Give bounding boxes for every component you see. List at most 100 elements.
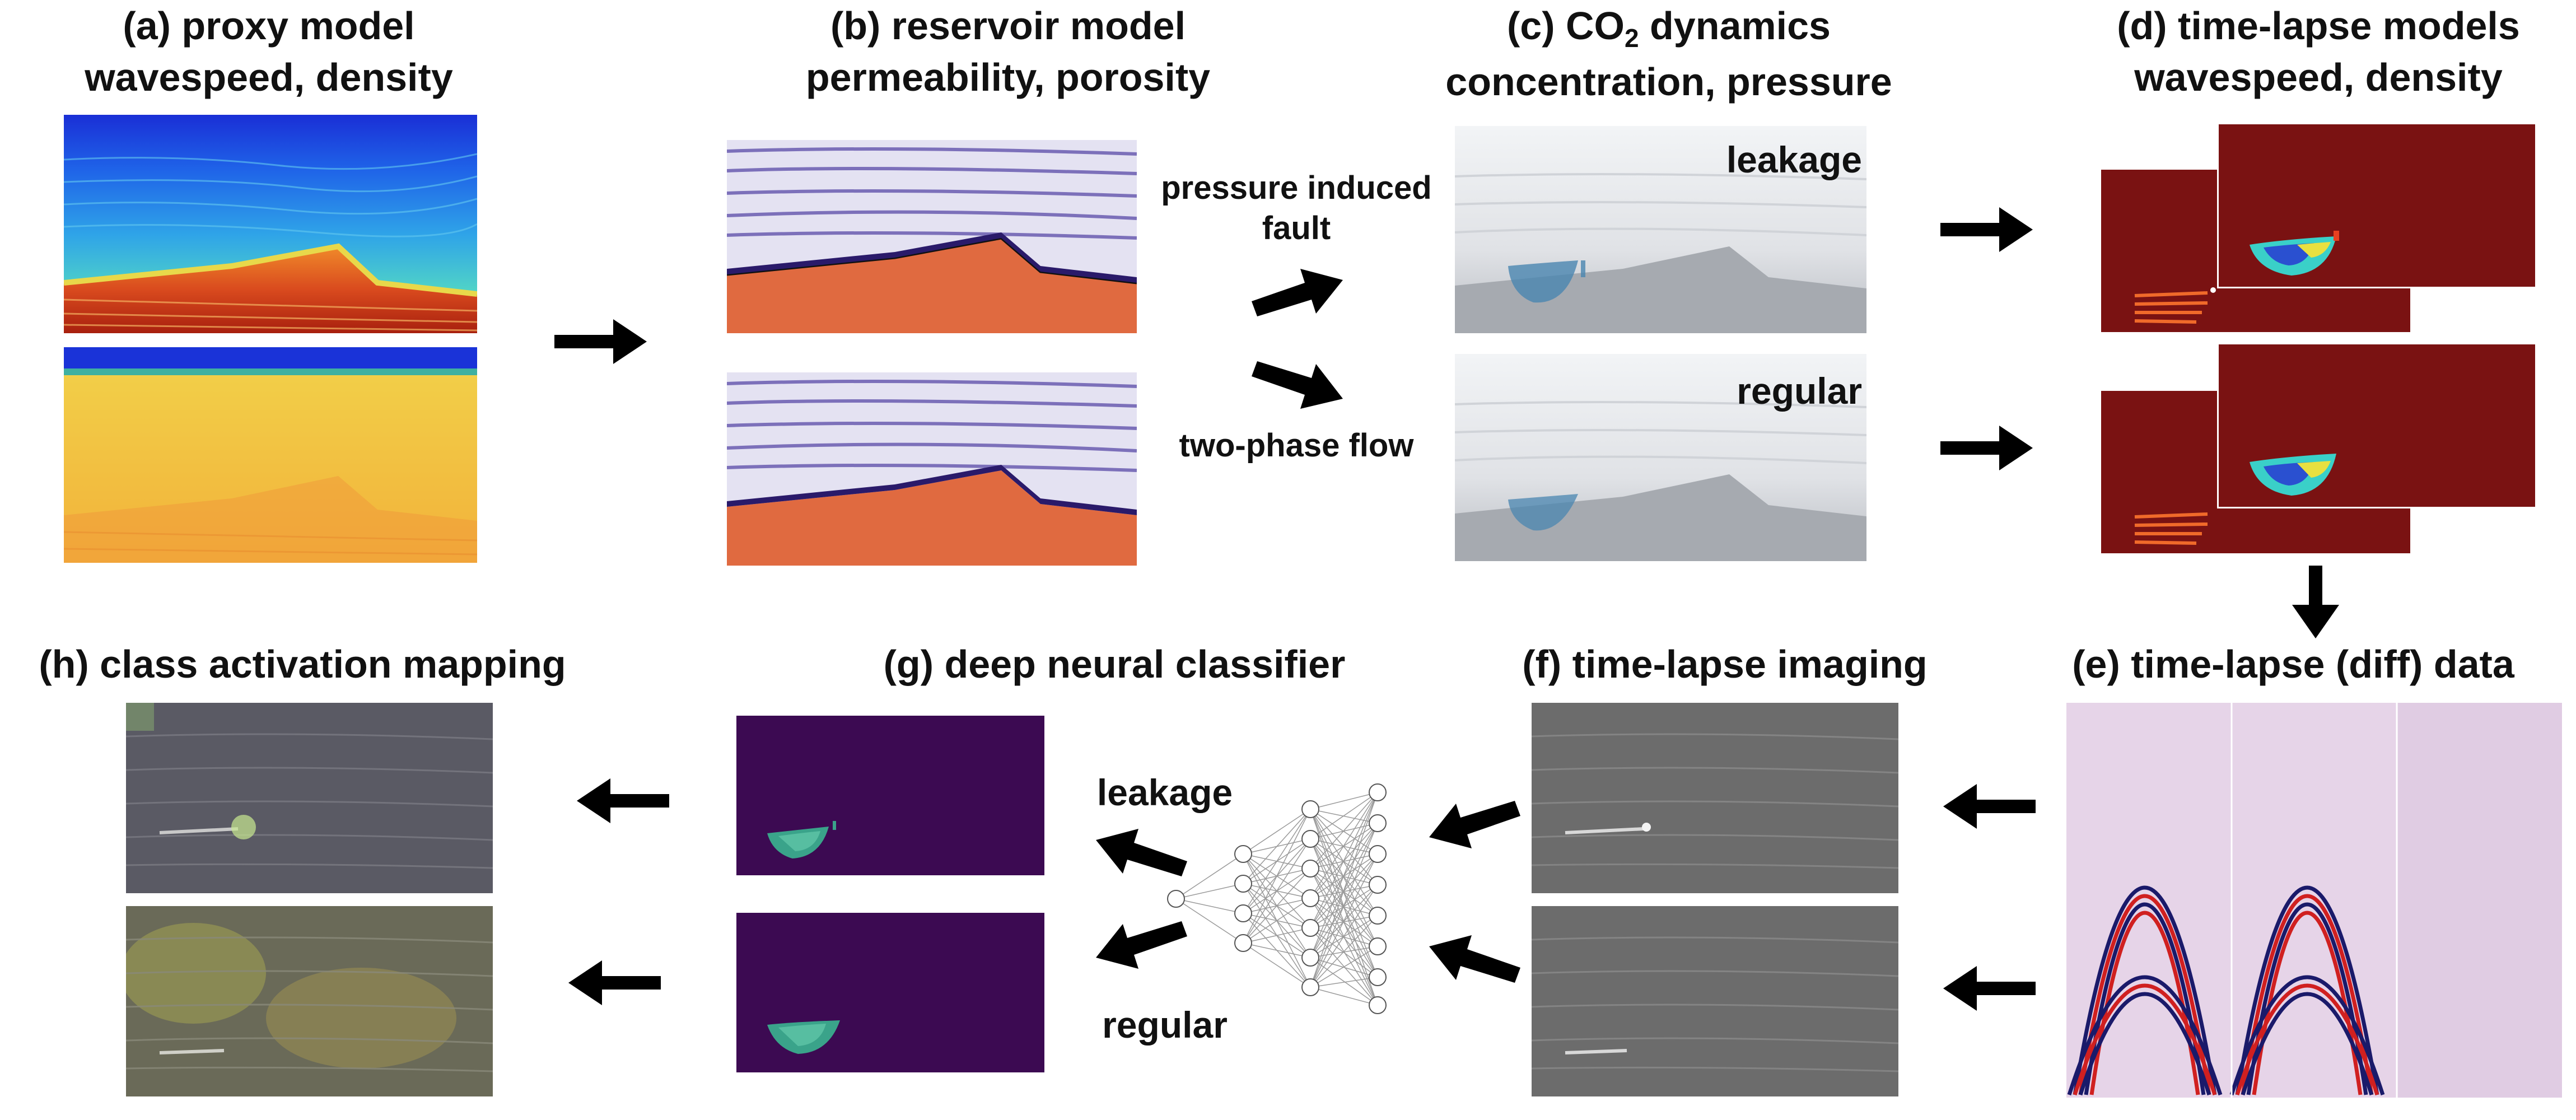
nn-connection: [1310, 809, 1378, 916]
nn-connection: [1310, 792, 1378, 810]
panel-c-title-prefix: (c) CO: [1507, 4, 1625, 48]
nn-connection: [1310, 898, 1378, 916]
arrow-d-to-e: [2288, 566, 2344, 641]
panel-a-title-line1: (a) proxy model: [123, 4, 415, 48]
co2-dynamics-leakage-image: [1455, 126, 1866, 333]
nn-connection: [1310, 987, 1378, 1006]
nn-connection: [1310, 898, 1378, 978]
arrow-g-to-out-bottom: [1089, 918, 1190, 980]
neural-network-diagram: [1165, 776, 1417, 1022]
co2-regular-label: regular: [1737, 370, 1862, 412]
nn-connection: [1175, 898, 1244, 914]
nn-connection: [1243, 942, 1311, 958]
nn-node: [1234, 934, 1252, 952]
panel-c-title: (c) CO2 dynamics concentration, pressure: [1389, 0, 1949, 108]
arrow-g-to-h-bottom: [566, 958, 661, 1008]
nn-node: [1301, 860, 1319, 878]
panel-c-title-suffix: dynamics: [1639, 4, 1831, 48]
nn-connection: [1310, 792, 1378, 988]
nn-node: [1369, 968, 1387, 986]
panel-b-title-line2: permeability, porosity: [805, 55, 1211, 99]
panel-c-title-subscript: 2: [1625, 24, 1639, 53]
panel-d-title-line1: (d) time-lapse models: [2117, 4, 2520, 48]
nn-connection: [1243, 809, 1311, 914]
nn-node: [1167, 890, 1185, 908]
arrow-f-to-g-top: [1422, 798, 1523, 860]
nn-connection: [1310, 884, 1378, 988]
nn-node: [1301, 889, 1319, 907]
panel-a-title-line2: wavespeed, density: [85, 55, 453, 99]
nn-connection: [1310, 809, 1378, 885]
nn-connection: [1310, 792, 1378, 839]
classifier-regular-label: regular: [1102, 1004, 1228, 1046]
nn-connection: [1243, 809, 1311, 884]
arrow-c-to-d-top: [1940, 204, 2036, 255]
nn-connection: [1310, 868, 1378, 885]
panel-g-title: (g) deep neural classifier: [883, 642, 1346, 686]
classifier-leakage-label: leakage: [1096, 772, 1233, 813]
transition-bottom-label: two-phase flow: [1140, 426, 1453, 466]
arrow-b-to-c-top: [1249, 258, 1350, 319]
nn-connection: [1243, 868, 1311, 944]
nn-connection: [1243, 809, 1311, 855]
reservoir-model-top-image: [727, 140, 1137, 333]
co2-dynamics-regular-image: [1455, 354, 1866, 561]
arrow-g-to-out-top: [1089, 818, 1190, 879]
arrow-f-to-g-bottom: [1422, 924, 1523, 986]
transition-top-line1: pressure induced: [1161, 170, 1432, 206]
nn-node: [1369, 783, 1387, 801]
time-lapse-model-bottom-front: [2217, 343, 2537, 508]
nn-node: [1301, 919, 1319, 937]
panel-h-title: (h) class activation mapping: [39, 642, 566, 686]
nn-node: [1369, 907, 1387, 925]
arrow-e-to-f-top: [1940, 781, 2036, 832]
arrow-c-to-d-bottom: [1940, 423, 2036, 473]
proxy-density-image: [64, 347, 477, 563]
nn-connection: [1310, 915, 1378, 988]
nn-connection: [1310, 977, 1378, 988]
nn-node: [1369, 996, 1387, 1014]
nn-connection: [1310, 792, 1378, 928]
transition-bottom-text: two-phase flow: [1179, 427, 1414, 464]
panel-d-title: (d) time-lapse models wavespeed, density: [2061, 0, 2576, 103]
time-lapse-imaging-top-image: [1532, 703, 1898, 893]
cam-leakage-image: [126, 703, 493, 893]
panel-e-title: (e) time-lapse (diff) data: [2072, 642, 2514, 686]
nn-connection: [1243, 927, 1311, 944]
nn-node: [1369, 876, 1387, 894]
arrow-e-to-f-bottom: [1940, 963, 2036, 1014]
panel-b-title-line1: (b) reservoir model: [830, 4, 1186, 48]
nn-connection: [1310, 853, 1378, 988]
nn-connection: [1175, 853, 1244, 899]
classifier-output-leakage-image: [736, 716, 1044, 875]
reservoir-model-bottom-image: [727, 372, 1137, 566]
nn-connection: [1310, 868, 1378, 947]
nn-node: [1301, 830, 1319, 848]
nn-connection: [1310, 838, 1378, 947]
nn-connection: [1310, 792, 1378, 958]
nn-connection: [1310, 792, 1378, 899]
arrow-b-to-c-bottom: [1249, 358, 1350, 420]
time-lapse-imaging-bottom-image: [1532, 906, 1898, 1096]
nn-connection: [1310, 792, 1378, 869]
nn-connection: [1310, 823, 1378, 988]
nn-node: [1301, 949, 1319, 967]
nn-connection: [1243, 838, 1311, 944]
nn-node: [1234, 845, 1252, 863]
panel-c-title-line1: (c) CO2 dynamics: [1389, 0, 1949, 56]
time-lapse-diff-data-image: [2066, 703, 2562, 1098]
panel-b-title: (b) reservoir model permeability, porosi…: [650, 0, 1366, 103]
nn-connection: [1243, 809, 1311, 944]
classifier-output-regular-image: [736, 913, 1044, 1072]
panel-d-title-line2: wavespeed, density: [2134, 55, 2503, 99]
transition-top-label: pressure induced fault: [1140, 168, 1453, 249]
nn-connection: [1310, 868, 1378, 978]
nn-node: [1234, 875, 1252, 893]
proxy-wavespeed-image: [64, 115, 477, 333]
nn-connection: [1310, 838, 1378, 885]
nn-connection: [1175, 898, 1244, 944]
panel-c-title-line2: concentration, pressure: [1445, 60, 1892, 104]
arrow-a-to-b: [554, 316, 650, 367]
arrow-g-to-h-top: [574, 776, 669, 826]
transition-top-line2: fault: [1262, 210, 1331, 246]
